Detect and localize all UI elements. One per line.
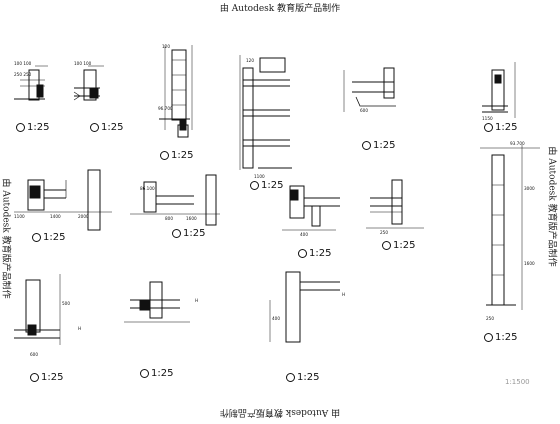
dim-text: 800	[165, 216, 173, 221]
scale-label: 1:25	[90, 122, 123, 134]
watermark-bottom: 由 Autodesk 教育版产品制作	[219, 407, 341, 417]
scale-label: 1:25	[160, 150, 193, 162]
watermark-top: 由 Autodesk 教育版产品制作	[219, 4, 341, 14]
scale-label: 1:25	[362, 140, 395, 152]
scale-label: 1:25	[172, 228, 205, 240]
detail-2	[73, 65, 104, 101]
dim-text: 100 100	[14, 61, 32, 66]
dim-text: 86.100	[140, 186, 155, 191]
dim-text: 2000	[78, 214, 89, 219]
detail-4	[239, 55, 292, 170]
dim-text: 1100	[14, 214, 25, 219]
detail-8	[14, 169, 112, 231]
dim-text: 250 250	[14, 72, 32, 77]
detail-7	[480, 145, 540, 310]
dim-text: 400	[300, 232, 308, 237]
detail-11	[366, 179, 424, 229]
dim-text: 1150	[482, 116, 493, 121]
scale-label: 1:25	[16, 122, 49, 134]
dim-text: 600	[30, 352, 38, 357]
corner-mark: 1:1500	[505, 378, 530, 386]
scale-label: 1:25	[250, 180, 283, 192]
scale-label: 1:25	[32, 232, 65, 244]
detail-14	[269, 271, 340, 343]
dim-text: 250	[380, 230, 388, 235]
dim-text: 250	[486, 316, 494, 321]
dim-text: 120	[162, 44, 170, 49]
dim-text: 400	[272, 316, 280, 321]
scale-label: 1:25	[484, 332, 517, 344]
detail-6	[482, 62, 516, 118]
scale-label: 1:25	[140, 368, 173, 380]
level-marker: H	[195, 298, 198, 303]
scale-label: 1:25	[382, 240, 415, 252]
detail-3	[159, 45, 193, 138]
detail-9	[130, 174, 220, 226]
watermark-left: 由 Autodesk 教育版产品制作	[0, 178, 11, 299]
detail-13	[124, 281, 190, 323]
scale-label: 1:25	[286, 372, 319, 384]
level-marker: H	[78, 326, 81, 331]
dim-text: 3000	[524, 186, 535, 191]
detail-1	[14, 65, 48, 101]
watermark-right: 由 Autodesk 教育版产品制作	[546, 146, 557, 267]
dim-text: 1100	[254, 174, 265, 179]
detail-12	[14, 274, 61, 345]
scale-label: 1:25	[30, 372, 63, 384]
detail-5	[343, 67, 396, 112]
detail-10	[282, 185, 340, 231]
dim-text: 96.700	[158, 106, 173, 111]
scale-label: 1:25	[298, 248, 331, 260]
dim-text: 100 100	[74, 61, 92, 66]
scale-label: 1:25	[484, 122, 517, 134]
dim-text: 120	[246, 58, 254, 63]
dim-text: 600	[360, 108, 368, 113]
dim-text: 93.700	[510, 141, 525, 146]
dim-text: 500	[62, 301, 70, 306]
dim-text: 1600	[524, 261, 535, 266]
dim-text: 1600	[186, 216, 197, 221]
dim-text: 1400	[50, 214, 61, 219]
level-marker: H	[342, 292, 345, 297]
